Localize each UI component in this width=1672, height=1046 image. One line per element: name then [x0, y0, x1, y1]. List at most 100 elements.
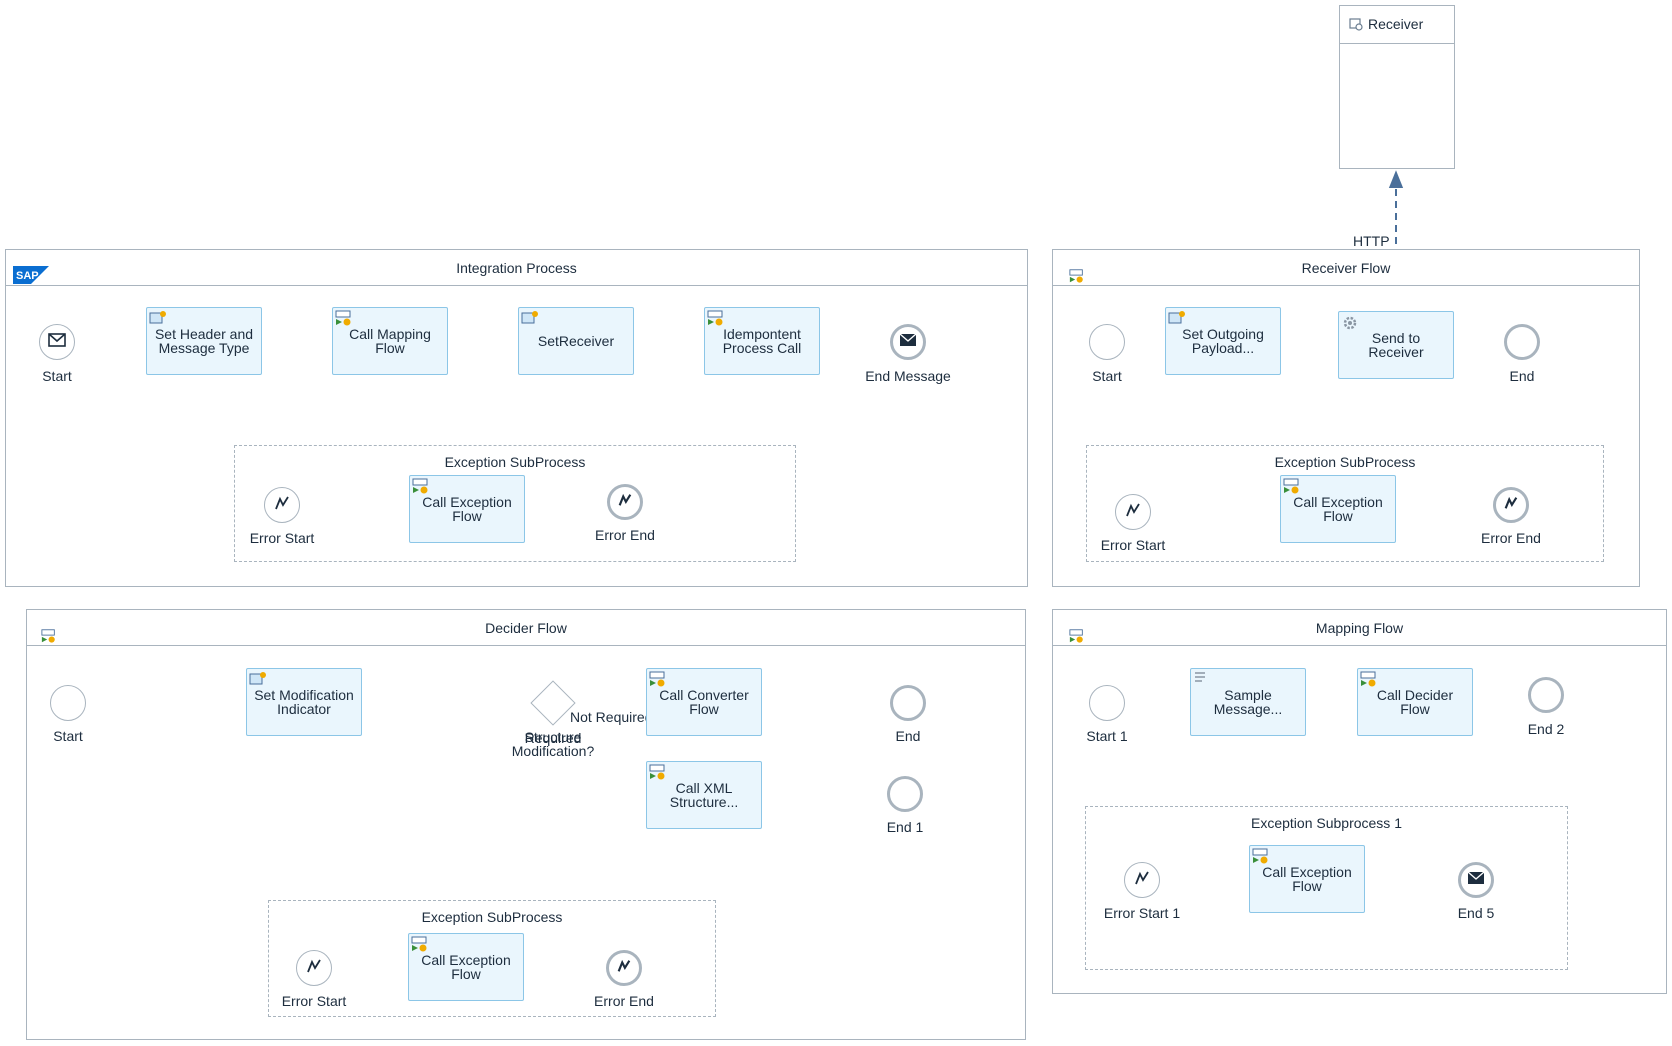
receiver-participant[interactable]: Receiver	[1339, 5, 1455, 169]
task-label: Send to Receiver	[1368, 330, 1424, 360]
error-end-event[interactable]	[606, 950, 642, 986]
process-call-icon	[707, 310, 725, 328]
pool-title: Receiver Flow	[1301, 260, 1391, 276]
process-call-icon	[335, 310, 353, 328]
task-label: Idempontent Process Call	[722, 326, 802, 356]
task-set-outgoing-payload[interactable]: Set Outgoing Payload...	[1165, 307, 1281, 375]
error-start-event[interactable]	[1115, 494, 1151, 530]
start-event[interactable]	[50, 685, 86, 721]
task-label: Call Converter Flow	[659, 687, 749, 717]
task-call-exception-flow[interactable]: Call Exception Flow	[1249, 845, 1365, 913]
process-call-icon	[412, 478, 430, 496]
task-set-modification-indicator[interactable]: Set Modification Indicator	[246, 668, 362, 736]
task-label: SetReceiver	[537, 333, 615, 349]
exception-subprocess[interactable]: Exception SubProcess	[234, 445, 796, 562]
envelope-icon	[899, 332, 917, 352]
start-event[interactable]	[1089, 324, 1125, 360]
end-label: End	[895, 728, 921, 744]
envelope-icon	[48, 332, 66, 352]
error-end-label: Error End	[1481, 530, 1541, 546]
error-icon	[1124, 501, 1142, 524]
end-event[interactable]	[890, 685, 926, 721]
subprocess-title: Exception SubProcess	[444, 454, 586, 470]
content-modifier-icon	[1168, 310, 1186, 326]
task-label: Call Exception Flow	[1262, 864, 1352, 894]
process-call-icon	[649, 671, 667, 689]
task-sample-message[interactable]: Sample Message...	[1190, 668, 1306, 736]
task-call-mapping-flow[interactable]: Call Mapping Flow	[332, 307, 448, 375]
task-label: Call XML Structure...	[669, 780, 739, 810]
decider-flow-pool[interactable]: Decider Flow	[26, 609, 1026, 1040]
error-icon	[1503, 495, 1519, 516]
mapping-flow-header: Mapping Flow	[1053, 610, 1666, 646]
task-call-xml-structure[interactable]: Call XML Structure...	[646, 761, 762, 829]
task-call-exception-flow[interactable]: Call Exception Flow	[408, 933, 524, 1001]
process-call-icon	[649, 764, 667, 782]
content-modifier-icon	[249, 671, 267, 687]
subprocess-title: Exception Subprocess 1	[1251, 815, 1402, 831]
end-5-event[interactable]	[1458, 862, 1494, 898]
gateway-label: Structure Modification?	[511, 729, 595, 759]
receiver-icon	[1349, 17, 1363, 36]
task-label: Set Outgoing Payload...	[1182, 326, 1264, 356]
svg-text:SAP: SAP	[16, 270, 39, 282]
receiver-header: Receiver	[1340, 6, 1454, 44]
task-call-exception-flow[interactable]: Call Exception Flow	[1280, 475, 1396, 543]
end-1-event[interactable]	[887, 776, 923, 812]
start-1-event[interactable]	[1089, 685, 1125, 721]
receiver-title: Receiver	[1368, 16, 1424, 32]
subprocess-title: Exception SubProcess	[1274, 454, 1416, 470]
process-call-icon	[1069, 261, 1085, 297]
sap-logo: SAP	[13, 261, 49, 297]
task-label: Call Decider Flow	[1376, 687, 1454, 717]
task-set-receiver[interactable]: SetReceiver	[518, 307, 634, 375]
error-start-label: Error Start	[249, 530, 315, 546]
gateway-label: Required	[524, 730, 582, 746]
error-end-event[interactable]	[607, 484, 643, 520]
task-label: Call Mapping Flow	[349, 326, 431, 356]
http-label: HTTP	[1353, 233, 1390, 249]
gear-icon	[1341, 314, 1359, 334]
end-message-label: End Message	[865, 368, 951, 384]
end-2-event[interactable]	[1528, 677, 1564, 713]
exception-subprocess[interactable]: Exception SubProcess	[268, 900, 716, 1017]
exception-subprocess[interactable]: Exception SubProcess	[1086, 445, 1604, 562]
integration-process-header: SAP Integration Process	[6, 250, 1027, 286]
error-icon	[273, 494, 291, 517]
process-call-icon	[41, 621, 57, 657]
error-start-1-event[interactable]	[1124, 862, 1160, 898]
exception-subprocess-1[interactable]: Exception Subprocess 1	[1085, 806, 1568, 970]
task-call-decider-flow[interactable]: Call Decider Flow	[1357, 668, 1473, 736]
task-call-converter-flow[interactable]: Call Converter Flow	[646, 668, 762, 736]
end-message-event[interactable]	[890, 324, 926, 360]
end-2-label: End 2	[1527, 721, 1565, 737]
error-start-event[interactable]	[264, 487, 300, 523]
task-call-exception-flow[interactable]: Call Exception Flow	[409, 475, 525, 543]
start-label: Start	[42, 368, 72, 384]
end-event[interactable]	[1504, 324, 1540, 360]
error-end-event[interactable]	[1493, 487, 1529, 523]
process-call-icon	[1283, 478, 1301, 496]
pool-title: Integration Process	[456, 260, 577, 276]
integration-process-pool[interactable]: SAP Integration Process	[5, 249, 1028, 587]
error-icon	[617, 492, 633, 513]
end-1-label: End 1	[886, 819, 924, 835]
task-send-to-receiver[interactable]: Send to Receiver	[1338, 311, 1454, 379]
route-label: Not Required	[570, 709, 653, 725]
task-label: Sample Message...	[1213, 687, 1283, 717]
error-start-event[interactable]	[296, 950, 332, 986]
error-icon	[1133, 869, 1151, 892]
error-end-label: Error End	[594, 993, 654, 1009]
task-idempotent-process-call[interactable]: Idempontent Process Call	[704, 307, 820, 375]
error-start-label: Error Start	[1100, 537, 1166, 553]
task-set-header[interactable]: Set Header and Message Type	[146, 307, 262, 375]
task-label: Call Exception Flow	[421, 952, 511, 982]
process-call-icon	[411, 936, 429, 954]
start-label: Start	[1092, 368, 1122, 384]
error-start-label: Error Start	[281, 993, 347, 1009]
start-event[interactable]	[39, 324, 75, 360]
content-modifier-icon	[521, 310, 539, 326]
error-end-label: Error End	[595, 527, 655, 543]
process-call-icon	[1069, 621, 1085, 657]
start-1-label: Start 1	[1086, 728, 1128, 744]
